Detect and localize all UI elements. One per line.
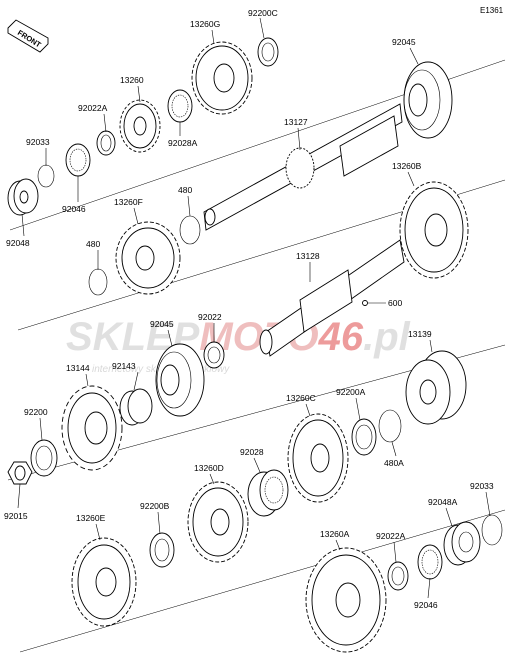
- pin-600: [362, 300, 368, 306]
- label-92033-right: 92033: [470, 481, 494, 491]
- needle-bearing-92028A: [167, 89, 193, 123]
- label-92046-right: 92046: [414, 600, 438, 610]
- label-92022: 92022: [198, 312, 222, 322]
- gear-13260E: [71, 537, 137, 627]
- label-13260D: 13260D: [194, 463, 224, 473]
- label-13139: 13139: [408, 329, 432, 339]
- label-92200C: 92200C: [248, 8, 278, 18]
- label-92143: 92143: [112, 361, 136, 371]
- label-13260E: 13260E: [76, 513, 106, 523]
- label-92048A: 92048A: [428, 497, 458, 507]
- label-480A: 480A: [384, 458, 404, 468]
- label-13144: 13144: [66, 363, 90, 373]
- needle-bearing-92046-right: [417, 544, 443, 580]
- label-92200B: 92200B: [140, 501, 170, 511]
- circlip-92033-right: [481, 514, 503, 546]
- label-92200A: 92200A: [336, 387, 366, 397]
- label-92022A-right: 92022A: [376, 531, 406, 541]
- circlip-480-left: [88, 268, 108, 296]
- watermark-brand-c: 46: [318, 315, 364, 359]
- label-600: 600: [388, 298, 402, 308]
- bearing-92045-mid: [155, 343, 205, 417]
- gear-13260B: [399, 181, 469, 279]
- circlip-480-top: [179, 215, 201, 245]
- collar-92143: [119, 388, 153, 426]
- needle-bearing-92028: [247, 469, 289, 517]
- collar-92048: [7, 178, 39, 216]
- gear-13260D: [187, 481, 249, 563]
- washer-92022A-left: [96, 130, 116, 156]
- part-labels: 13260G 92200C 92045 13260 92022A 92028A …: [4, 8, 494, 610]
- watermark: SKLEPMOTO46.pl internetowy sklep motocyk…: [66, 315, 411, 375]
- nut-92015: [7, 461, 33, 485]
- shaft-13128: [259, 239, 405, 357]
- leader-lines: [17, 17, 491, 599]
- label-13127: 13127: [284, 117, 308, 127]
- needle-bearing-92046-left: [65, 143, 91, 177]
- svg-text:SKLEPMOTO46.pl: SKLEPMOTO46.pl: [66, 315, 411, 359]
- label-92028: 92028: [240, 447, 264, 457]
- label-92200: 92200: [24, 407, 48, 417]
- label-92045-mid: 92045: [150, 319, 174, 329]
- label-92046-left: 92046: [62, 204, 86, 214]
- gear-13260C: [287, 413, 349, 503]
- label-13260B: 13260B: [392, 161, 422, 171]
- front-arrow: FRONT: [7, 19, 49, 53]
- label-13260A: 13260A: [320, 529, 350, 539]
- label-480-left: 480: [86, 239, 100, 249]
- label-92048: 92048: [6, 238, 30, 248]
- bearing-92045-top: [403, 61, 453, 139]
- drum-13139: [405, 350, 467, 425]
- label-13260: 13260: [120, 75, 144, 85]
- watermark-brand-d: .pl: [363, 315, 411, 359]
- washer-92200C: [257, 37, 279, 67]
- label-92045-top: 92045: [392, 37, 416, 47]
- gear-13260F: [115, 221, 181, 295]
- shaft-13127: [203, 103, 403, 231]
- circlip-92033-left: [37, 164, 55, 188]
- washer-92022A-right: [387, 561, 409, 591]
- gear-13260G: [191, 41, 253, 115]
- gear-13260: [119, 99, 161, 153]
- label-13260F: 13260F: [114, 197, 143, 207]
- label-92028A: 92028A: [168, 138, 198, 148]
- diagram-code: E1361: [480, 6, 504, 15]
- washer-92200: [30, 439, 58, 477]
- label-92015: 92015: [4, 511, 28, 521]
- washer-92200B: [149, 532, 175, 568]
- label-480-top: 480: [178, 185, 192, 195]
- washer-92200A: [351, 418, 377, 456]
- washer-92022: [203, 341, 225, 369]
- label-92033-left: 92033: [26, 137, 50, 147]
- label-13260C: 13260C: [286, 393, 316, 403]
- sprocket-13144: [61, 385, 123, 471]
- label-92022A-left: 92022A: [78, 103, 108, 113]
- circlip-480A: [378, 409, 402, 443]
- collar-92048A: [443, 521, 481, 566]
- label-13260G: 13260G: [190, 19, 220, 29]
- gear-13260A: [305, 547, 387, 653]
- label-13128: 13128: [296, 251, 320, 261]
